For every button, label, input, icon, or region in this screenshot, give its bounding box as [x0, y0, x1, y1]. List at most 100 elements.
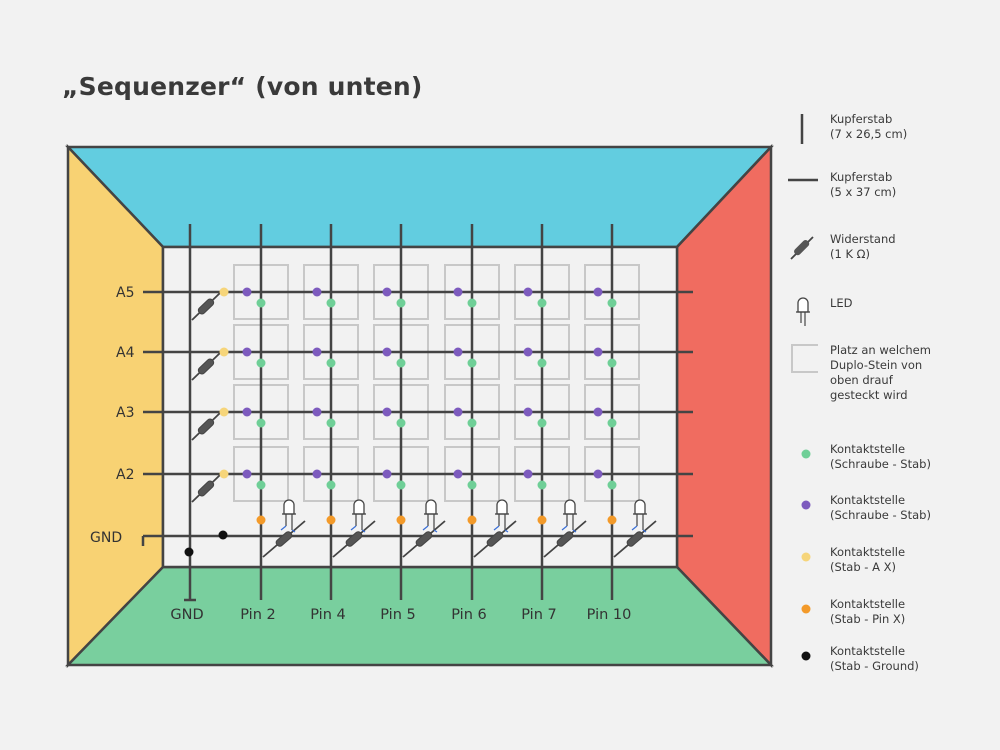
contact-yellow — [219, 407, 229, 417]
contact-purple — [312, 469, 322, 479]
resistor-body — [197, 298, 215, 315]
contact-purple — [453, 469, 463, 479]
led-lead — [504, 529, 509, 533]
legend: Kupferstab (7 x 26,5 cm) Kupferstab (5 x … — [788, 0, 1000, 750]
row-label: A4 — [116, 345, 135, 361]
contact-green — [607, 298, 617, 308]
led-lead — [422, 525, 429, 531]
column-label: Pin 2 — [240, 607, 275, 623]
legend-item: Kontaktstelle (Schraube - Stab) — [788, 442, 993, 482]
contact-green — [467, 480, 477, 490]
legend-item: Kontaktstelle (Stab - A X) — [788, 545, 993, 585]
contact-purple — [593, 347, 603, 357]
contact-green — [607, 418, 617, 428]
gnd-left-label: GND — [90, 530, 122, 546]
led-lead — [572, 529, 577, 533]
contact-purple — [242, 287, 252, 297]
led-lead — [493, 525, 500, 531]
column-label: Pin 5 — [380, 607, 415, 623]
yellow-dot-icon — [788, 545, 818, 579]
contact-orange — [326, 515, 336, 525]
purple-dot-icon — [788, 493, 818, 527]
contact-green — [326, 480, 336, 490]
led — [493, 499, 509, 533]
contact-green — [256, 358, 266, 368]
led-lead — [280, 525, 287, 531]
contact-green — [467, 418, 477, 428]
contact-purple — [382, 469, 392, 479]
legend-item: Kontaktstelle (Stab - Pin X) — [788, 597, 993, 637]
contact-orange — [256, 515, 266, 525]
contact-yellow — [219, 469, 229, 479]
contact-purple — [523, 287, 533, 297]
resistor-body — [275, 531, 293, 547]
contact-purple — [523, 347, 533, 357]
top-panel — [65, 145, 774, 249]
contact-purple — [453, 407, 463, 417]
legend-text: Kontaktstelle (Schraube - Stab) — [830, 442, 931, 471]
legend-text: Widerstand (1 K Ω) — [830, 232, 896, 261]
led-head — [564, 499, 576, 515]
contact-purple — [312, 347, 322, 357]
legend-item: Kupferstab (7 x 26,5 cm) — [788, 112, 993, 152]
resistor-body — [197, 418, 215, 435]
orange-dot-icon — [788, 597, 818, 631]
resistor-body — [345, 531, 363, 547]
contact-black — [184, 547, 194, 557]
row-label: A3 — [116, 405, 134, 421]
led-lead — [561, 525, 568, 531]
contact-yellow — [219, 287, 229, 297]
legend-item: Kontaktstelle (Schraube - Stab) — [788, 493, 993, 533]
contact-purple — [382, 407, 392, 417]
contact-green — [256, 298, 266, 308]
contact-green — [467, 298, 477, 308]
resistor-body — [197, 480, 215, 497]
led-lead — [361, 529, 366, 533]
contact-orange — [396, 515, 406, 525]
led — [631, 499, 647, 533]
contact-green — [467, 358, 477, 368]
resistor-body — [556, 531, 574, 547]
led-head — [634, 499, 646, 515]
row-label: A2 — [116, 467, 134, 483]
page-title: „Sequenzer“ (von unten) — [62, 72, 423, 101]
led — [422, 499, 438, 533]
contact-purple — [523, 469, 533, 479]
contact-green — [396, 298, 406, 308]
contact-yellow — [219, 347, 229, 357]
contact-purple — [312, 287, 322, 297]
contact-purple — [593, 407, 603, 417]
contact-purple — [242, 469, 252, 479]
led-head — [283, 499, 295, 515]
contact-purple — [382, 287, 392, 297]
resistor-icon — [788, 232, 818, 266]
contact-green — [396, 358, 406, 368]
contact-purple — [593, 469, 603, 479]
contact-green — [256, 418, 266, 428]
contact-purple — [453, 287, 463, 297]
led-lead — [642, 529, 647, 533]
led-head — [353, 499, 365, 515]
contact-orange — [607, 515, 617, 525]
led-lead — [350, 525, 357, 531]
contact-purple — [593, 287, 603, 297]
contact-purple — [382, 347, 392, 357]
contact-green — [537, 418, 547, 428]
led-lead — [291, 529, 296, 533]
legend-text: Kontaktstelle (Stab - Pin X) — [830, 597, 906, 626]
contact-purple — [242, 347, 252, 357]
contact-green — [607, 358, 617, 368]
legend-text: Kontaktstelle (Schraube - Stab) — [830, 493, 931, 522]
contact-green — [607, 480, 617, 490]
horizontal-rod-icon — [788, 170, 822, 204]
resistor-body — [626, 531, 644, 547]
legend-text: Kupferstab (5 x 37 cm) — [830, 170, 897, 199]
legend-item: Kupferstab (5 x 37 cm) — [788, 170, 993, 210]
led-lead — [433, 529, 438, 533]
contact-purple — [242, 407, 252, 417]
green-dot-icon — [788, 442, 818, 476]
contact-purple — [523, 407, 533, 417]
resistor-body — [197, 358, 215, 375]
resistor-body — [486, 531, 504, 547]
